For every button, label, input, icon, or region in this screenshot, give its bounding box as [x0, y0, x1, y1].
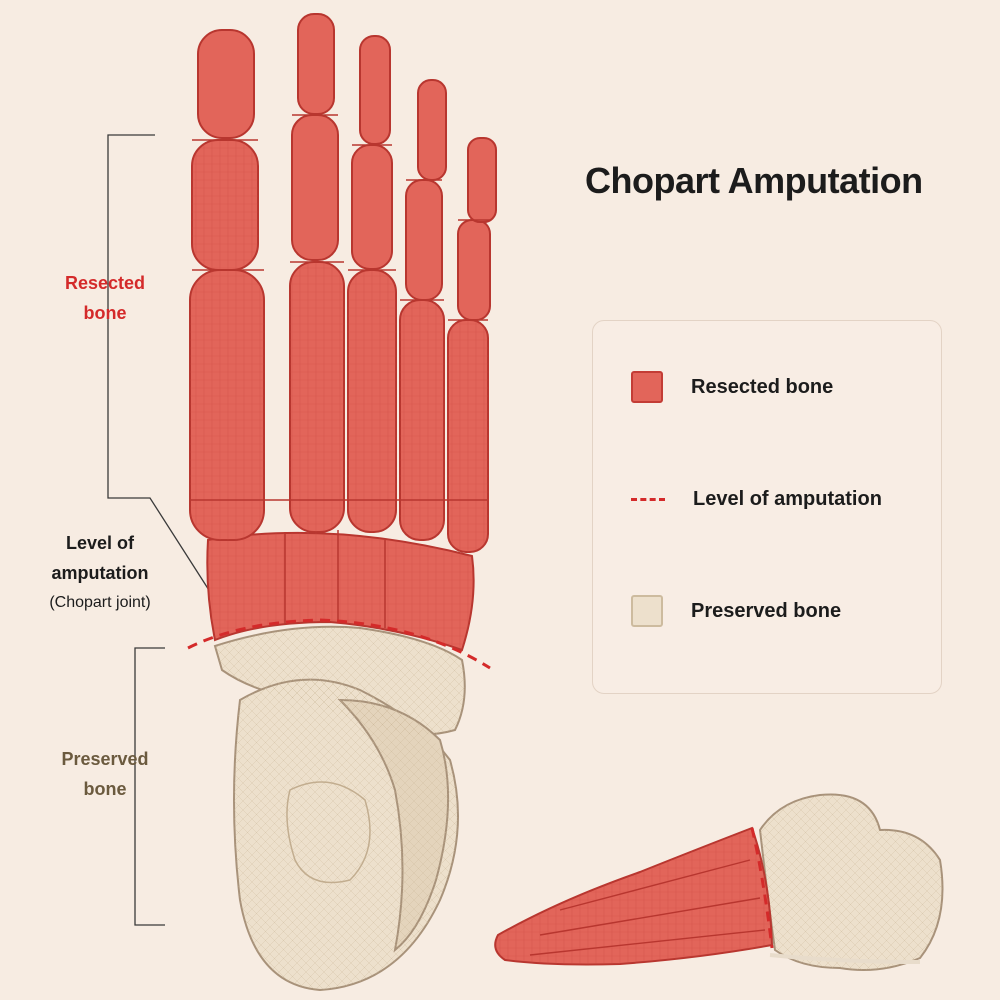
resected-bracket	[107, 134, 215, 599]
legend-item-resected: Resected bone	[631, 369, 833, 405]
phalanx-5-dist	[467, 137, 497, 223]
phalanx-2-dist	[297, 13, 335, 115]
resected-swatch	[631, 371, 663, 403]
lateral-view	[494, 793, 944, 972]
phalanx-3-prox	[351, 144, 393, 270]
page-title: Chopart Amputation	[585, 160, 923, 201]
preserved-swatch	[631, 595, 663, 627]
legend-label: Resected bone	[691, 375, 834, 398]
amputation-line-top	[187, 618, 491, 670]
preserved-hindfoot	[213, 625, 466, 992]
phalanx-4-dist	[417, 79, 447, 181]
dashed-line-swatch	[631, 497, 665, 501]
phalanx-4-prox	[405, 179, 443, 301]
legend-item-amputation-level: Level of amputation	[631, 481, 882, 517]
legend-item-preserved: Preserved bone	[631, 593, 841, 629]
resected-forefoot	[189, 13, 497, 652]
phalanx-5-prox	[457, 219, 491, 321]
amputation-line-lateral	[750, 827, 774, 949]
phalanx-1-dist	[197, 29, 255, 139]
preserved-bracket	[134, 647, 165, 926]
chopart-joint-note: (Chopart joint)	[49, 594, 151, 611]
phalanx-2-prox	[291, 114, 339, 261]
legend-label: Preserved bone	[691, 599, 842, 622]
legend-label: Level of amputation	[693, 487, 882, 510]
legend: Resected bone Level of amputation Preser…	[592, 320, 942, 694]
phalanx-3-dist	[359, 35, 391, 145]
